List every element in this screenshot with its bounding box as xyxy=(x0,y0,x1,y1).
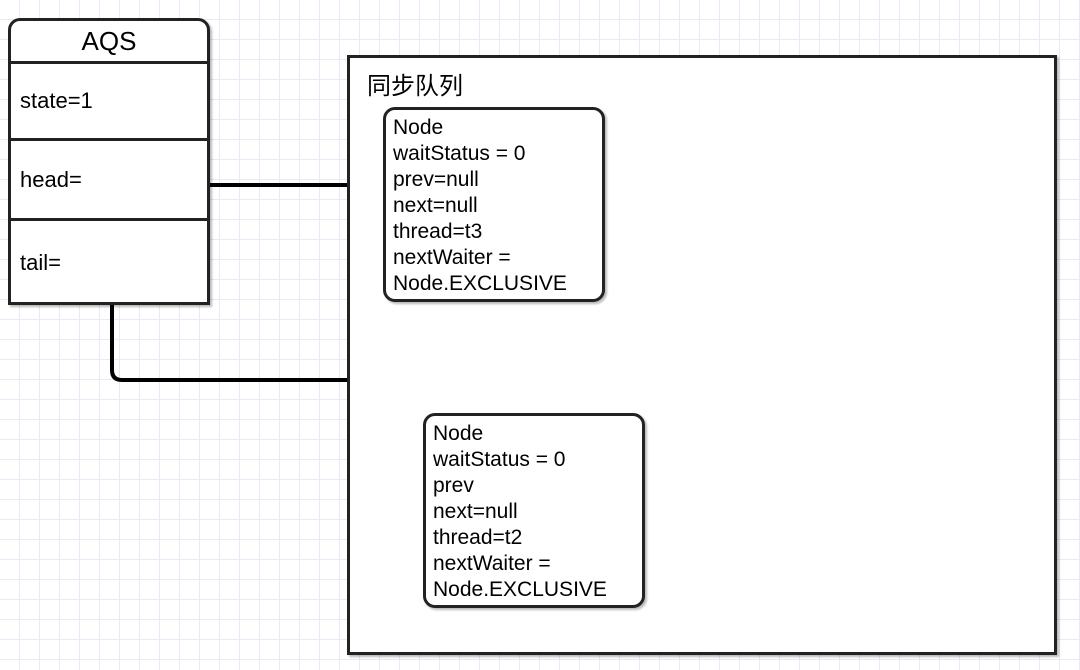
aqs-title: AQS xyxy=(11,21,207,64)
node-tail-line-3: next=null xyxy=(433,500,518,523)
node-tail-line-5: nextWaiter = xyxy=(433,552,551,575)
node-tail-line-0: Node xyxy=(433,422,484,445)
aqs-box: AQS state=1 head= tail= xyxy=(8,18,210,305)
node-box-head: Node waitStatus = 0 prev=null next=null … xyxy=(383,107,605,302)
node-head-line-2: prev=null xyxy=(393,168,479,191)
node-tail-line-1: waitStatus = 0 xyxy=(433,448,566,471)
aqs-field-head: head= xyxy=(11,141,207,221)
node-box-tail: Node waitStatus = 0 prev next=null threa… xyxy=(423,413,645,608)
aqs-field-state: state=1 xyxy=(11,64,207,141)
node-head-line-0: Node xyxy=(393,116,444,139)
node-tail-line-2: prev xyxy=(433,474,474,497)
node-head-line-4: thread=t3 xyxy=(393,220,483,243)
node-tail-line-4: thread=t2 xyxy=(433,526,523,549)
node-head-line-5: nextWaiter = xyxy=(393,246,511,269)
node-tail-line-6: Node.EXCLUSIVE xyxy=(433,578,607,601)
node-head-line-1: waitStatus = 0 xyxy=(393,142,526,165)
sync-queue-title: 同步队列 xyxy=(367,73,463,100)
node-head-line-3: next=null xyxy=(393,194,478,217)
aqs-field-tail: tail= xyxy=(20,250,61,275)
node-head-line-6: Node.EXCLUSIVE xyxy=(393,272,567,295)
